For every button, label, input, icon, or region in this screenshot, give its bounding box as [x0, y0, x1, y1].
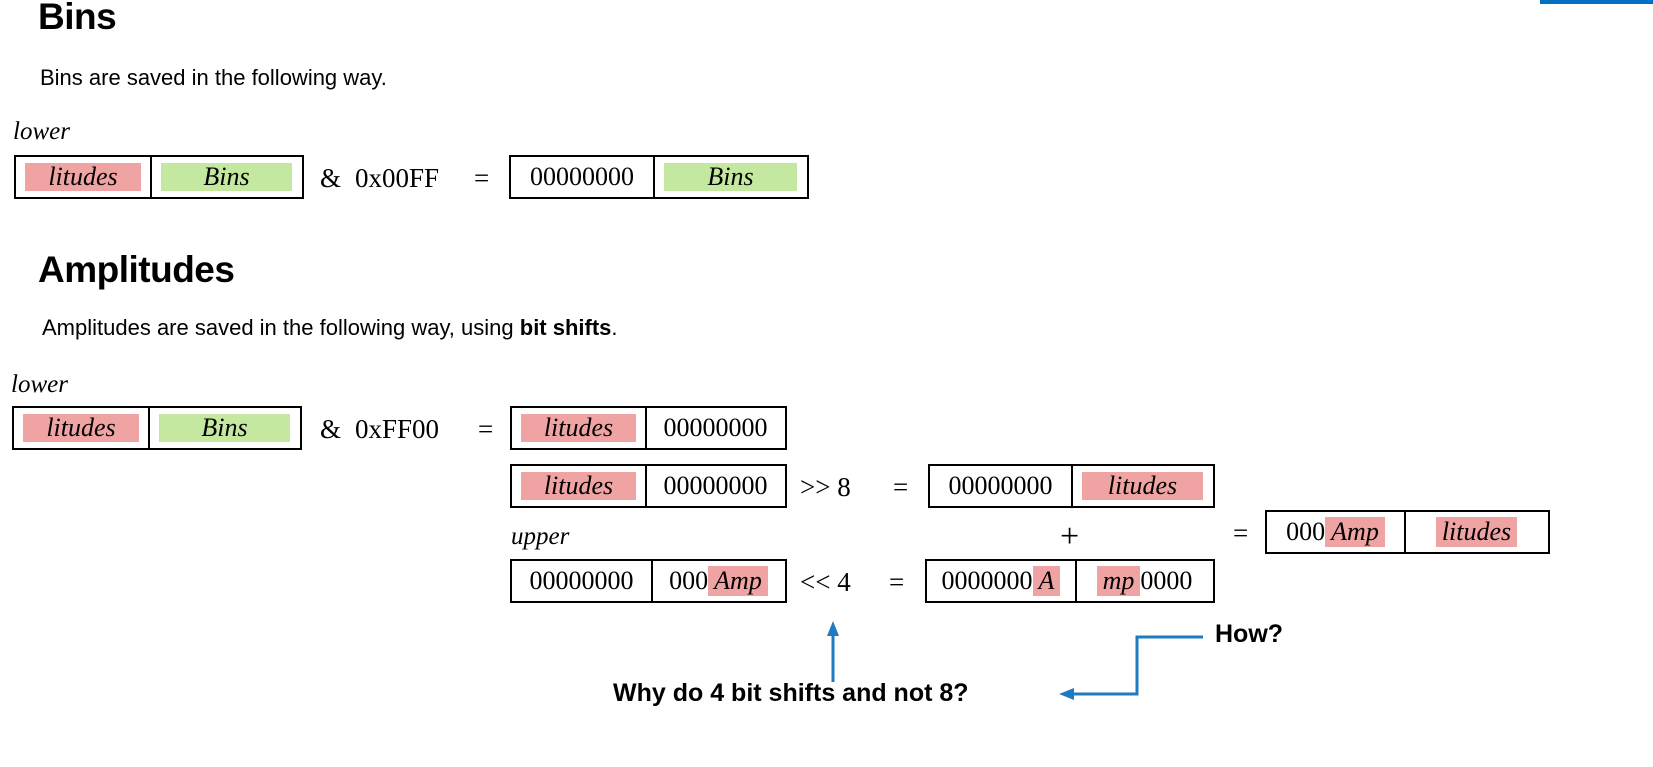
shift-right-output-low-byte: litudes: [1071, 466, 1212, 506]
top-accent-bar: [1540, 0, 1653, 4]
shift-left-operator: << 4: [800, 567, 851, 597]
bins-result-high-value: 00000000: [530, 162, 634, 191]
amplitudes-lower-label: lower: [11, 371, 68, 398]
amplitudes-masked-low-value: 00000000: [663, 413, 768, 442]
shift-left-input-high-value: 00000000: [529, 566, 634, 595]
shift-right-input-box: litudes 00000000: [510, 464, 787, 508]
bins-and-operator: &: [320, 163, 342, 193]
shift-right-equals: =: [893, 472, 909, 502]
shift-right-input-low-value: 00000000: [663, 471, 768, 500]
bins-result-box: 00000000 Bins: [509, 155, 809, 199]
amplitudes-operand-high-value: litudes: [23, 413, 139, 442]
amplitudes-operand-low-byte: Bins: [148, 408, 299, 448]
amplitudes-description-before: Amplitudes are saved in the following wa…: [42, 315, 520, 340]
addition-operator: +: [1060, 518, 1080, 555]
bins-mask-value: 0x00FF: [355, 163, 440, 193]
final-equals-operator: =: [1233, 518, 1249, 548]
amplitudes-description: Amplitudes are saved in the following wa…: [42, 315, 618, 341]
amplitudes-and-operator: &: [320, 414, 342, 444]
amplitudes-operand-box: litudes Bins: [12, 406, 302, 450]
bins-lower-label: lower: [13, 118, 70, 145]
bins-operand-low-byte: Bins: [150, 157, 301, 197]
amplitudes-masked-box: litudes 00000000: [510, 406, 787, 450]
final-result-low-byte: litudes: [1404, 512, 1547, 552]
bins-result-low-value: Bins: [664, 162, 797, 191]
amplitudes-equals-operator-1: =: [478, 414, 494, 444]
amplitudes-heading: Amplitudes: [38, 249, 235, 290]
amplitudes-masked-high-byte: litudes: [512, 408, 645, 448]
final-result-high-chip: Amp: [1325, 517, 1385, 547]
shift-left-output-high-prefix: 0000000: [941, 566, 1033, 595]
shift-left-output-low-chip: mp: [1096, 566, 1141, 596]
bins-operand-box: litudes Bins: [14, 155, 304, 199]
shift-right-output-low-value: litudes: [1082, 471, 1203, 500]
amplitudes-operand-high-byte: litudes: [14, 408, 148, 448]
final-result-high-prefix: 000: [1286, 517, 1326, 546]
shift-question-arrow: [827, 621, 839, 682]
shift-left-input-low-chip: Amp: [708, 566, 768, 596]
bins-description: Bins are saved in the following way.: [40, 65, 387, 90]
amplitudes-upper-label: upper: [511, 523, 570, 550]
how-question-arrow: [1059, 635, 1203, 700]
shift-left-output-low-suffix: 0000: [1140, 566, 1193, 595]
shift-question-label: Why do 4 bit shifts and not 8?: [613, 679, 969, 707]
amplitudes-operand-low-value: Bins: [159, 413, 290, 442]
shift-left-equals: =: [889, 567, 905, 597]
bins-result-high-byte: 00000000: [511, 157, 653, 197]
shift-left-input-high-byte: 00000000: [512, 561, 651, 601]
how-question-label: How?: [1215, 620, 1284, 648]
bins-equals-operator: =: [474, 163, 490, 193]
bins-heading: Bins: [38, 0, 117, 37]
bins-operand-high-value: litudes: [25, 162, 141, 191]
shift-right-output-high-byte: 00000000: [930, 466, 1071, 506]
shift-right-input-high-value: litudes: [521, 471, 636, 500]
bins-operand-low-value: Bins: [161, 162, 292, 191]
amplitudes-mask-value: 0xFF00: [355, 414, 440, 444]
amplitudes-description-bold: bit shifts: [519, 315, 612, 340]
bins-result-low-byte: Bins: [653, 157, 806, 197]
shift-right-output-high-value: 00000000: [948, 471, 1053, 500]
shift-left-output-high-chip: A: [1032, 566, 1061, 596]
amplitudes-masked-high-value: litudes: [521, 413, 636, 442]
amplitudes-description-after: .: [611, 315, 618, 340]
shift-right-input-low-byte: 00000000: [645, 466, 784, 506]
shift-left-input-low-prefix: 000: [669, 566, 709, 595]
amplitudes-masked-low-byte: 00000000: [645, 408, 784, 448]
shift-right-output-box: 00000000 litudes: [928, 464, 1215, 508]
shift-right-input-high-byte: litudes: [512, 466, 645, 506]
bins-operand-high-byte: litudes: [16, 157, 150, 197]
final-result-low-chip: litudes: [1435, 517, 1518, 547]
shift-right-operator: >> 8: [800, 472, 851, 502]
